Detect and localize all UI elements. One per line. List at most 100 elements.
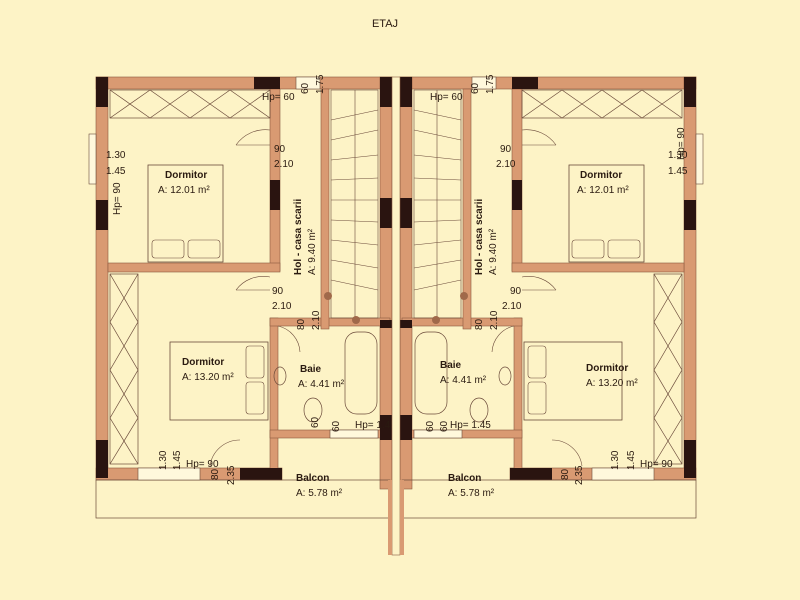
dorm1-name-left: Dormitor — [165, 170, 207, 181]
dorm2-area-right: A: 13.20 m² — [586, 378, 638, 389]
wardrobe-right-side — [653, 273, 683, 465]
dim-210a-right: 2.10 — [496, 159, 516, 170]
dim-145b-right: 1.45 — [626, 450, 637, 470]
dorm1-area-left: A: 12.01 m² — [158, 185, 210, 196]
newel-right-a — [460, 292, 468, 300]
sink-right — [498, 366, 512, 386]
window-left-bath — [329, 429, 379, 439]
wardrobe-left-top — [109, 89, 271, 119]
dim-hp90-side-left: Hp= 90 — [112, 182, 123, 215]
dim-90b-right: 90 — [510, 286, 522, 297]
pillow-right-2a — [527, 345, 547, 379]
balcon-area-right: A: 5.78 m² — [448, 488, 495, 499]
dorm1-area-right: A: 12.01 m² — [577, 185, 629, 196]
dim-210b-left: 2.10 — [272, 301, 292, 312]
dim-hp90b-left: Hp= 90 — [186, 459, 219, 470]
window-right-bath — [413, 429, 463, 439]
bed-left-1 — [147, 164, 224, 263]
dim-235-right: 2.35 — [574, 465, 585, 485]
pillow-left-2b — [245, 381, 265, 415]
hol-name-right: Hol - casa scarii — [474, 199, 485, 275]
hol-area-right: A: 9.40 m² — [488, 228, 499, 275]
dim-80b-left: 80 — [210, 468, 221, 480]
pillow-right-1b — [607, 239, 641, 259]
dim-130-left: 1.30 — [106, 150, 126, 161]
dim-60b-left: 60 — [331, 420, 342, 432]
dorm2-name-left: Dormitor — [182, 357, 224, 368]
dim-80-left: 80 — [296, 318, 307, 330]
dim-145-right: 1.45 — [668, 166, 688, 177]
pillars-right — [400, 77, 696, 480]
dim-210c-left: 2.10 — [311, 310, 322, 330]
balcon-area-left: A: 5.78 m² — [296, 488, 343, 499]
dim-hp90-side-right: Hp= 90 — [676, 127, 687, 160]
unit-right: Dormitor A: 12.01 m² Dormitor A: 13.20 m… — [399, 74, 704, 519]
pillow-left-2a — [245, 345, 265, 379]
bed-left-2 — [169, 341, 269, 421]
pillow-left-1a — [151, 239, 185, 259]
party-wall — [391, 76, 401, 556]
newel-left-a — [324, 292, 332, 300]
dim-80b-right: 80 — [560, 468, 571, 480]
window-right-side — [695, 133, 704, 185]
bed-right-2 — [523, 341, 623, 421]
dim-hp90b-right: Hp= 90 — [640, 459, 673, 470]
hol-name-left: Hol - casa scarii — [293, 199, 304, 275]
balcony-rail-left — [95, 479, 391, 519]
dim-hp-top-left: Hp= 60 — [262, 92, 295, 103]
window-left-top — [295, 76, 321, 90]
window-left-side — [88, 133, 97, 185]
baie-name-right: Baie — [440, 360, 462, 371]
dim-130b-right: 1.30 — [610, 450, 621, 470]
dim-175-left: 1.75 — [315, 74, 326, 94]
dim-60a-right: 60 — [470, 82, 481, 94]
dim-90b-left: 90 — [272, 286, 284, 297]
wardrobe-left-side — [109, 273, 139, 465]
dim-130b-left: 1.30 — [158, 450, 169, 470]
toilet-right — [469, 397, 489, 423]
dim-175-right: 1.75 — [485, 74, 496, 94]
stairs-left — [330, 89, 379, 319]
baie-name-left: Baie — [300, 364, 322, 375]
pillow-right-2b — [527, 381, 547, 415]
dim-210b-right: 2.10 — [502, 301, 522, 312]
dim-145-left: 1.45 — [106, 166, 126, 177]
divider-right — [400, 480, 404, 555]
balcon-name-left: Balcon — [296, 473, 329, 484]
dim-60a-left: 60 — [300, 82, 311, 94]
stairs-right — [413, 89, 462, 319]
dim-hp-top-right: Hp= 60 — [430, 92, 463, 103]
doors-left — [209, 129, 301, 467]
window-right-bottom — [591, 467, 655, 481]
window-left-bottom — [137, 467, 201, 481]
window-right-top — [471, 76, 497, 90]
pillow-right-1a — [571, 239, 605, 259]
newel-left-b — [352, 316, 360, 324]
dim-60c-right: 60 — [439, 420, 450, 432]
dim-145b-left: 1.45 — [172, 450, 183, 470]
dorm1-name-right: Dormitor — [580, 170, 622, 181]
sink-left — [273, 366, 287, 386]
dim-130-right: 1.30 — [668, 150, 688, 161]
balcony-rail-right — [401, 479, 697, 519]
baie-area-left: A: 4.41 m² — [298, 379, 345, 390]
dim-90a-right: 90 — [500, 144, 512, 155]
balcon-name-right: Balcon — [448, 473, 481, 484]
dim-210a-left: 2.10 — [274, 159, 294, 170]
pillars-left — [96, 77, 392, 480]
unit-left: Dormitor A: 12.01 m² Dormitor A: 13.20 m… — [88, 74, 396, 519]
dim-90a-left: 90 — [274, 144, 286, 155]
plan-title: ETAJ — [372, 18, 398, 30]
dim-60b-right: 60 — [425, 420, 436, 432]
dim-210c-right: 2.10 — [489, 310, 500, 330]
doors-right — [491, 129, 583, 467]
newel-right-b — [432, 316, 440, 324]
dim-80-right: 80 — [474, 318, 485, 330]
dorm2-area-left: A: 13.20 m² — [182, 372, 234, 383]
dim-60c-left: 60 — [310, 416, 321, 428]
dim-235-left: 2.35 — [226, 465, 237, 485]
hol-area-left: A: 9.40 m² — [307, 228, 318, 275]
bathtub-left — [344, 331, 378, 415]
dim-hp145-right: Hp= 1.45 — [450, 420, 491, 431]
